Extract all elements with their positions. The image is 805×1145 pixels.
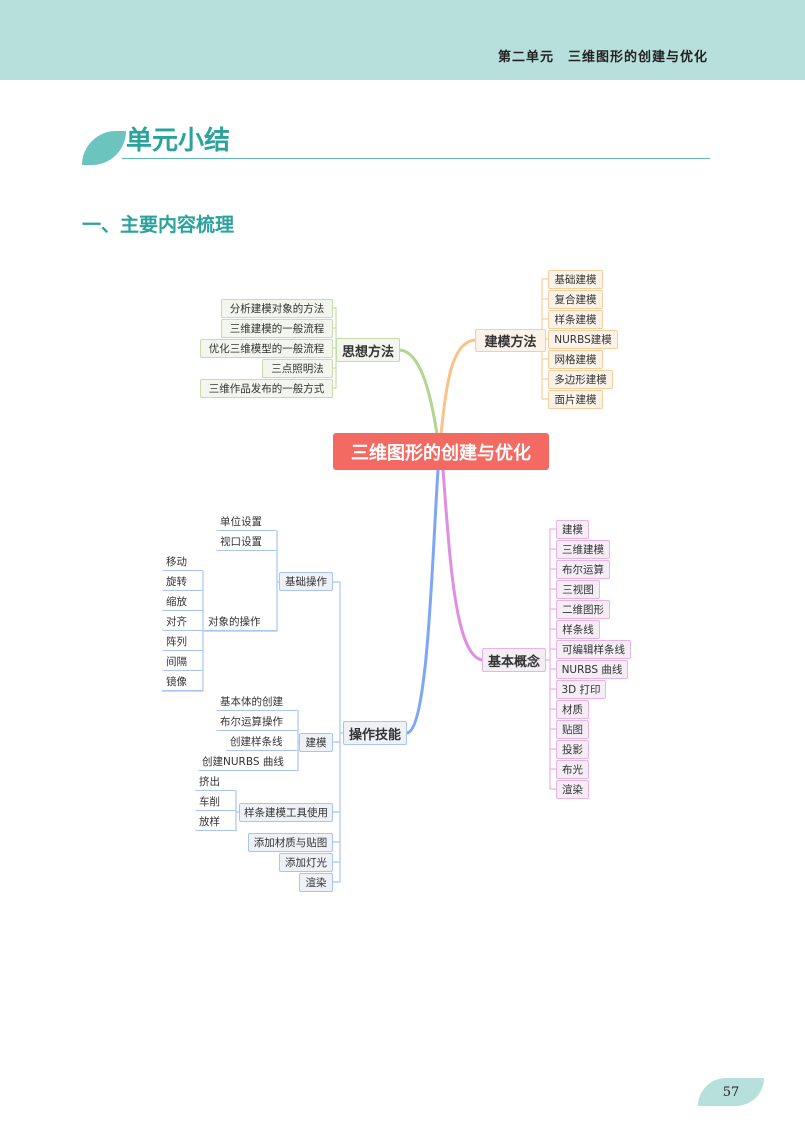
unit-title: 第二单元 三维图形的创建与优化 bbox=[497, 50, 708, 65]
skill-item: 对象的操作 bbox=[204, 612, 277, 631]
thinking-item: 优化三维模型的一般流程 bbox=[200, 339, 333, 358]
concept-item: 可编辑样条线 bbox=[556, 640, 631, 659]
method-item: 基础建模 bbox=[548, 270, 603, 289]
concept-item: 渲染 bbox=[556, 780, 589, 799]
skill-item: 视口设置 bbox=[216, 532, 277, 551]
branch-concepts bbox=[441, 468, 484, 662]
object-op-item: 缩放 bbox=[162, 592, 203, 611]
skill-group-basic: 基础操作 bbox=[279, 572, 333, 591]
skill-item: 单位设置 bbox=[216, 512, 277, 531]
skills-brackets bbox=[161, 530, 344, 883]
skill-lights: 添加灯光 bbox=[279, 853, 333, 872]
skill-item: 布尔运算操作 bbox=[216, 712, 298, 731]
object-op-item: 移动 bbox=[162, 552, 203, 571]
thinking-item: 分析建模对象的方法 bbox=[221, 299, 333, 318]
concepts-bracket bbox=[545, 528, 557, 790]
section-divider bbox=[122, 158, 710, 159]
concept-item: 三视图 bbox=[556, 580, 600, 599]
branch-thinking bbox=[398, 348, 439, 436]
concept-item: 三维建模 bbox=[556, 540, 610, 559]
concept-item: 材质 bbox=[556, 700, 589, 719]
concept-item: 建模 bbox=[556, 520, 589, 539]
branch-skills bbox=[405, 468, 440, 735]
skill-item: 创建样条线 bbox=[226, 732, 298, 751]
skill-item: 基本体的创建 bbox=[216, 692, 298, 711]
thinking-item: 三维建模的一般流程 bbox=[221, 319, 333, 338]
skill-item: 放样 bbox=[195, 812, 236, 831]
object-op-item: 阵列 bbox=[162, 632, 203, 651]
skill-group-spline-tools: 样条建模工具使用 bbox=[239, 803, 333, 822]
concept-item: 3D 打印 bbox=[556, 680, 606, 699]
concept-item: 样条线 bbox=[556, 620, 600, 639]
method-item: 面片建模 bbox=[548, 390, 603, 409]
object-op-item: 旋转 bbox=[162, 572, 203, 591]
concept-item: 投影 bbox=[556, 740, 589, 759]
object-op-item: 间隔 bbox=[162, 652, 203, 671]
method-item: 样条建模 bbox=[548, 310, 603, 329]
branch-node-skills: 操作技能 bbox=[343, 721, 407, 745]
concept-item: NURBS 曲线 bbox=[556, 660, 628, 679]
object-op-item: 对齐 bbox=[162, 612, 203, 631]
concept-item: 布光 bbox=[556, 760, 589, 779]
method-item: 多边形建模 bbox=[548, 370, 613, 389]
branch-node-methods: 建模方法 bbox=[475, 329, 546, 352]
branch-node-thinking: 思想方法 bbox=[336, 338, 400, 362]
header-band: 第二单元 三维图形的创建与优化 bbox=[0, 0, 805, 80]
skill-group-modeling: 建模 bbox=[299, 733, 333, 752]
thinking-item: 三维作品发布的一般方式 bbox=[200, 379, 333, 398]
skill-item: 车削 bbox=[195, 792, 236, 811]
branch-methods bbox=[439, 338, 477, 436]
skill-materials: 添加材质与贴图 bbox=[248, 833, 333, 852]
method-item: NURBS建模 bbox=[548, 330, 618, 349]
central-topic: 三维图形的创建与优化 bbox=[333, 433, 549, 470]
method-item: 网格建模 bbox=[548, 350, 603, 369]
concept-item: 布尔运算 bbox=[556, 560, 610, 579]
concept-item: 贴图 bbox=[556, 720, 589, 739]
section-subtitle: 一、主要内容梳理 bbox=[82, 214, 235, 236]
object-op-item: 镜像 bbox=[162, 672, 203, 691]
concept-item: 二维图形 bbox=[556, 600, 610, 619]
branch-node-concepts: 基本概念 bbox=[482, 648, 546, 672]
skill-item: 挤出 bbox=[195, 772, 236, 791]
thinking-item: 三点照明法 bbox=[262, 359, 333, 378]
section-title: 单元小结 bbox=[126, 126, 231, 156]
skill-item: 创建NURBS 曲线 bbox=[198, 752, 298, 771]
method-item: 复合建模 bbox=[548, 290, 603, 309]
skill-render: 渲染 bbox=[299, 873, 333, 892]
